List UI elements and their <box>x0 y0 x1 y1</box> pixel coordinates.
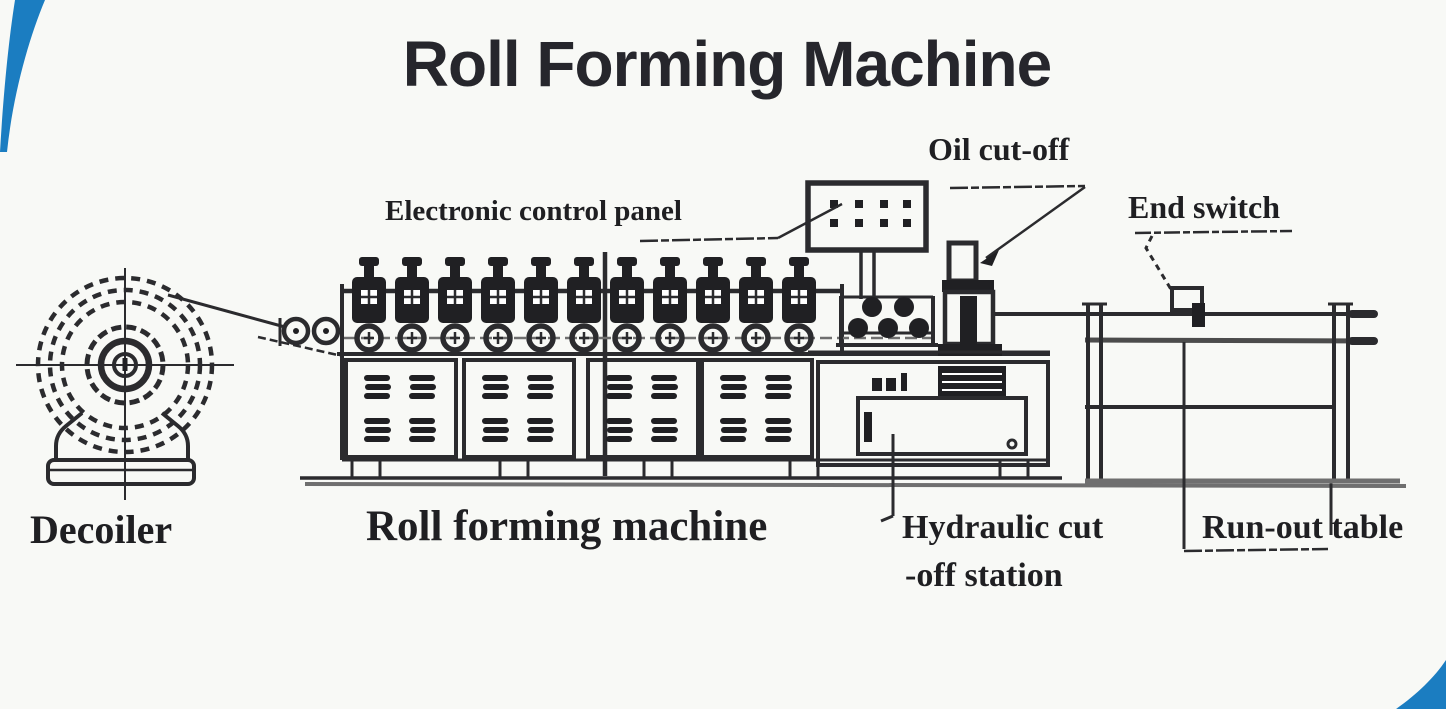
leader-lines <box>639 184 1329 553</box>
end-switch-box <box>1170 286 1204 312</box>
electronic-control-panel <box>805 180 929 299</box>
corner-accent-top-left <box>0 0 45 152</box>
hydraulic-inner-box <box>856 396 1028 456</box>
hydraulic-cutoff-station <box>808 350 1050 467</box>
decoiler-base <box>46 458 196 486</box>
control-panel-box <box>805 180 929 253</box>
label-roll-forming-machine: Roll forming machine <box>366 503 767 550</box>
label-electronic-control-panel: Electronic control panel <box>385 195 682 227</box>
steel-strip <box>167 293 286 329</box>
control-panel-indicators <box>830 200 911 227</box>
corner-accent-bottom-right <box>1396 660 1446 709</box>
decoiler-shaft-slot <box>122 358 128 371</box>
label-hydraulic-cut: Hydraulic cut <box>902 509 1104 546</box>
base-cabinets <box>346 360 812 457</box>
label-decoiler: Decoiler <box>30 507 172 552</box>
ground-lines <box>300 476 1407 488</box>
decoiler <box>16 268 286 500</box>
roll-stands <box>352 257 816 350</box>
machine-feet <box>350 460 1030 479</box>
hydraulic-outer-box <box>816 360 1050 467</box>
label-end-switch: End switch <box>1128 189 1280 225</box>
entry-guide-rollers <box>257 316 343 358</box>
label-oil-cut-off: Oil cut-off <box>928 131 1070 167</box>
end-switch <box>1170 286 1205 327</box>
page-title: Roll Forming Machine <box>403 28 1051 100</box>
run-out-table <box>991 302 1400 535</box>
cutoff-feed-rollers <box>836 295 938 347</box>
label-run-out-table: Run-out table <box>1202 509 1403 546</box>
label-off-station: -off station <box>905 557 1063 594</box>
